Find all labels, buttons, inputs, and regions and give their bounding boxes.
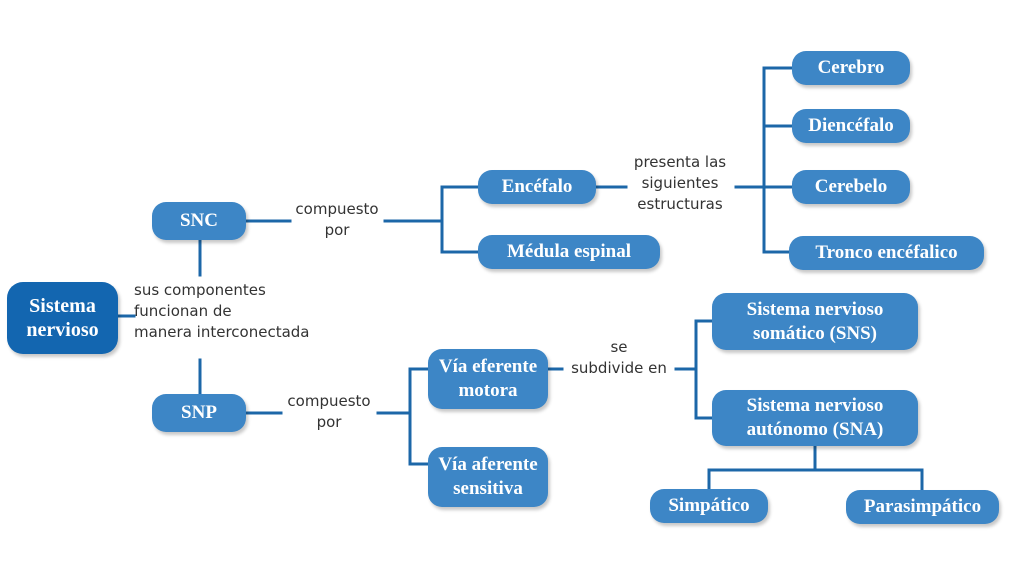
node-cerebro: Cerebro (792, 51, 910, 85)
node-parasimpatico: Parasimpático (846, 490, 999, 524)
label-presenta: presenta las siguientes estructuras (633, 153, 727, 213)
label-compuesto-snp: compuesto por (287, 392, 371, 431)
node-encefalo: Encéfalo (478, 170, 596, 204)
node-simpatico: Simpático (650, 489, 768, 523)
node-via-eferente: Vía eferente motora (428, 349, 548, 409)
node-via-aferente: Vía aferente sensitiva (428, 447, 548, 507)
label-componentes: sus componentes funcionan de manera inte… (134, 281, 310, 341)
label-subdivide: se subdivide en (571, 338, 667, 377)
node-diencefalo: Diencéfalo (792, 109, 910, 143)
node-medula-espinal: Médula espinal (478, 235, 660, 269)
node-sistema-nervioso: Sistema nervioso (7, 282, 118, 354)
node-snp: SNP (152, 394, 246, 432)
label-compuesto-snc: compuesto por (295, 200, 379, 239)
node-snc: SNC (152, 202, 246, 240)
node-tronco-encefalico: Tronco encéfalico (789, 236, 984, 270)
node-sistema-nervioso-somatico: Sistema nervioso somático (SNS) (712, 293, 918, 350)
node-cerebelo: Cerebelo (792, 170, 910, 204)
node-sistema-nervioso-autonomo: Sistema nervioso autónomo (SNA) (712, 390, 918, 446)
